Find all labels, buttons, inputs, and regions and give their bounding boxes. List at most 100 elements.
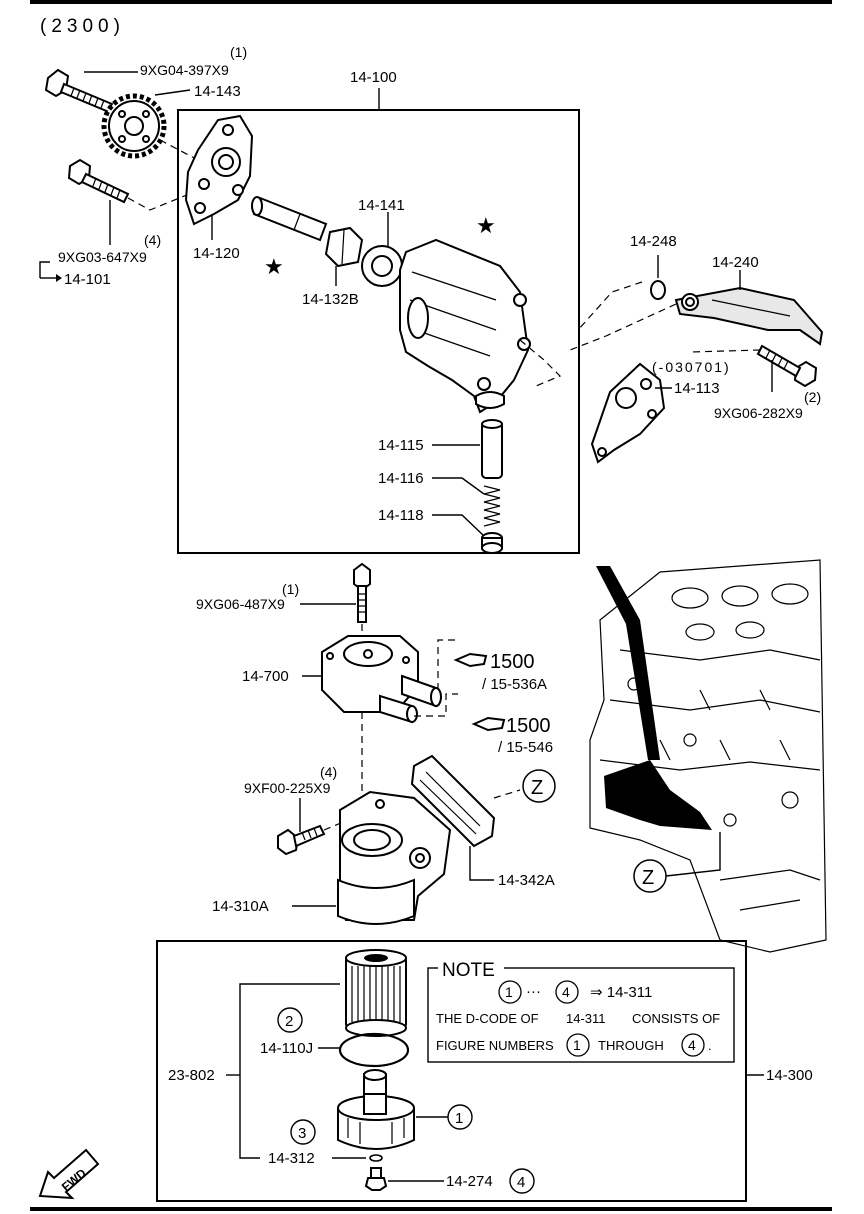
filter-element	[345, 949, 407, 1037]
circle-3	[290, 1119, 316, 1145]
hand-icon-1	[453, 652, 488, 668]
label-pump-assy: 14-100	[350, 69, 397, 86]
label-element: 14-110J	[260, 1040, 313, 1057]
label-ring: 14-248	[630, 233, 677, 250]
circle-4	[509, 1168, 535, 1194]
label-z-mark: Z	[642, 867, 654, 889]
note-circle-4	[555, 980, 579, 1004]
small-oring	[369, 1154, 383, 1162]
label-gasket-date: (-030701)	[652, 359, 731, 375]
plunger	[481, 419, 503, 479]
label-oring: 14-312	[268, 1150, 315, 1167]
spring	[483, 485, 501, 527]
z-ref-circle	[522, 769, 556, 803]
note-circle-1b-label: 1	[573, 1037, 581, 1053]
label-bolt-bracket: 9XF00-225X9	[244, 780, 331, 796]
filter-assembly-frame	[156, 940, 747, 1202]
label-bolt-left-qty: (4)	[144, 232, 161, 248]
note-line2-a: FIGURE NUMBERS	[436, 1038, 554, 1053]
inner-rotor	[324, 226, 364, 268]
note-circle-1-label: 1	[505, 984, 513, 1000]
note-line2-b: THROUGH	[598, 1038, 664, 1053]
bolt-cooler	[353, 562, 371, 623]
note-circle-4b	[681, 1033, 705, 1057]
pump-cover-plate	[184, 114, 254, 226]
filter-cap	[337, 1069, 415, 1150]
label-bolt-top: 9XG04-397X9	[140, 62, 229, 78]
label-shaft: 14-132B	[302, 291, 359, 308]
label-circle-1: 1	[455, 1110, 463, 1127]
label-cover: 14-120	[193, 245, 240, 262]
note-circle-1b	[566, 1033, 590, 1057]
fwd-arrow-icon: FWD	[38, 1148, 100, 1200]
note-title: NOTE	[442, 960, 495, 981]
note-circle-1	[498, 980, 522, 1004]
note-arrow-ref: ⇒ 14-311	[590, 984, 652, 1001]
circle-2	[277, 1007, 303, 1033]
label-circle-3: 3	[298, 1125, 306, 1142]
bolt-top	[44, 68, 114, 114]
label-circle-2: 2	[285, 1013, 293, 1030]
gasket-plate	[590, 362, 666, 464]
label-plunger: 14-115	[378, 437, 424, 454]
note-circle-4-label: 4	[562, 984, 570, 1000]
label-bolt-bracket-qty: (4)	[320, 764, 337, 780]
label-filter-body: 14-310A	[212, 898, 269, 915]
label-hose1-num: 1500	[490, 651, 535, 673]
drain-plug	[364, 1167, 388, 1191]
label-bolt-left: 9XG03-647X9	[58, 249, 147, 265]
label-bolt-right-qty: (2)	[804, 389, 821, 405]
z-mark-circle	[633, 859, 667, 893]
label-cooler: 14-700	[242, 668, 289, 685]
plug	[481, 532, 503, 554]
sprocket	[101, 93, 167, 159]
bottom-rule	[30, 1207, 832, 1211]
oil-cooler	[321, 635, 442, 724]
label-kit: 23-802	[168, 1067, 215, 1084]
label-drain-plug: 14-274	[446, 1173, 493, 1190]
label-hose2-num: 1500	[506, 715, 551, 737]
note-line2-c: .	[708, 1038, 712, 1053]
star-body: ★	[476, 213, 496, 238]
label-bolt-top-qty: (1)	[230, 44, 247, 60]
pump-shaft	[251, 196, 328, 242]
filter-body	[337, 790, 452, 925]
star-shaft: ★	[264, 254, 284, 279]
bracket-gasket	[410, 754, 496, 848]
bolt-left	[67, 158, 130, 204]
label-arm: 14-240	[712, 254, 759, 271]
label-spring: 14-116	[378, 470, 424, 487]
note-box: NOTE 1 ··· 4 ⇒ 14-311 THE D-CODE OF 14-3…	[427, 958, 735, 1063]
label-gasket-bracket: 14-342A	[498, 872, 555, 889]
label-z-ref: Z	[531, 777, 543, 799]
bolt-bracket	[277, 824, 326, 856]
label-bolt-right: 9XG06-282X9	[714, 405, 803, 421]
note-line1-c: CONSISTS OF	[632, 1011, 720, 1026]
label-hose1-ref: / 15-536A	[482, 676, 547, 693]
note-line1-a: THE D-CODE OF	[436, 1011, 539, 1026]
tensioner-arm	[674, 286, 824, 346]
ring	[650, 280, 666, 300]
note-line1-b: 14-311	[566, 1011, 606, 1026]
pump-body	[399, 238, 531, 414]
label-hose2-ref: / 15-546	[498, 739, 553, 756]
label-gasket: 14-113	[674, 380, 720, 397]
outer-rotor	[361, 245, 403, 287]
hand-icon-2	[471, 716, 506, 732]
label-ref-101: 14-101	[64, 271, 111, 288]
bolt-right	[756, 344, 818, 388]
oring-seal	[338, 1032, 410, 1068]
top-rule	[30, 0, 832, 4]
label-pump-body: 14-141	[358, 197, 405, 214]
note-range-sep: ···	[526, 983, 541, 1000]
label-circle-4: 4	[517, 1174, 525, 1191]
note-circle-4b-label: 4	[688, 1037, 696, 1053]
engine-block-illustration	[589, 559, 827, 953]
label-bolt-cooler: 9XG06-487X9	[196, 596, 285, 612]
label-plug: 14-118	[378, 507, 424, 524]
label-filter-assy: 14-300	[766, 1067, 813, 1084]
label-bolt-cooler-qty: (1)	[282, 581, 299, 597]
label-sprocket: 14-143	[194, 83, 241, 100]
section-code: (2300)	[40, 16, 125, 37]
